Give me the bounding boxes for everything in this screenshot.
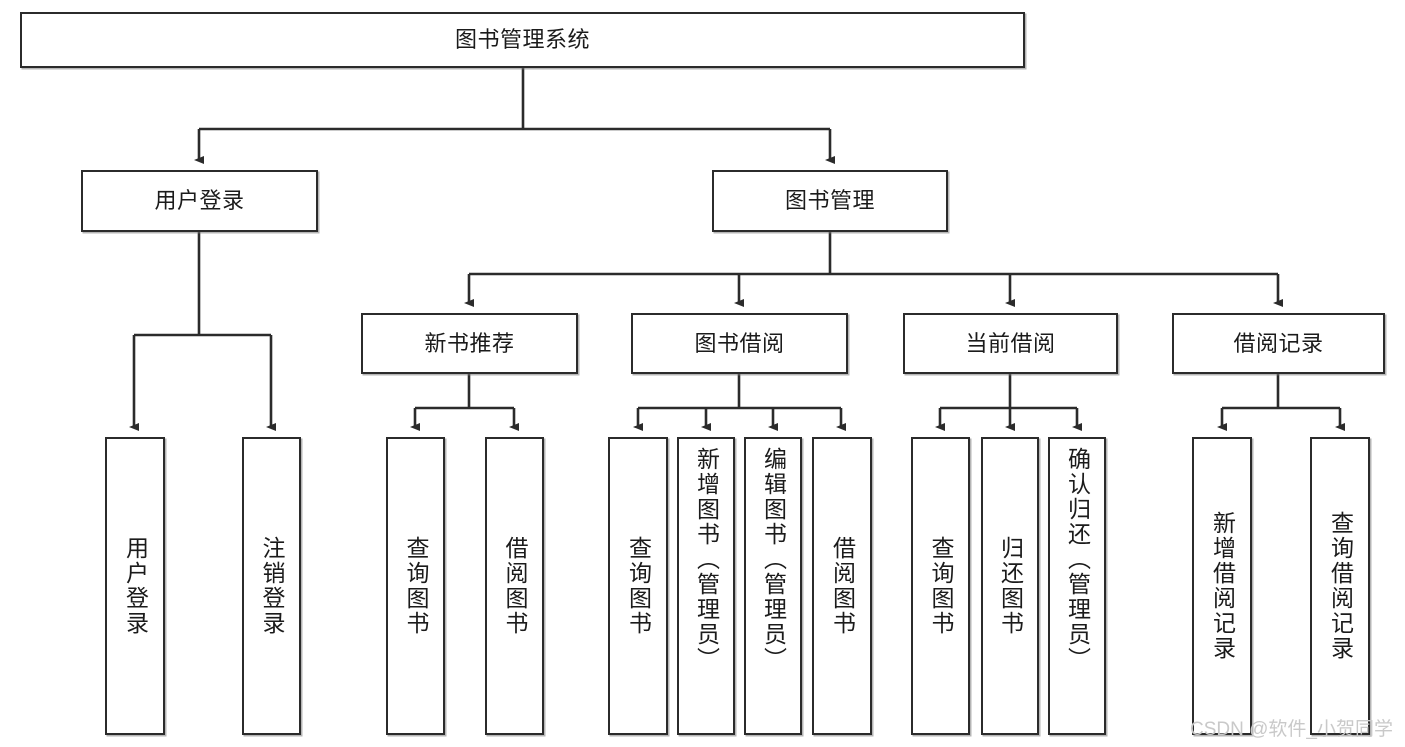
node-root-label: 图书管理系统 xyxy=(454,27,590,53)
leaf-current-borrow-confirm[interactable]: 确认归还（管理员） xyxy=(1048,437,1106,735)
leaf-text-wrap: 查询借阅记录 xyxy=(1312,439,1368,733)
leaf-current-borrow-query-label: 查询图书 xyxy=(928,536,954,636)
leaf-text-wrap: 新增图书（管理员） xyxy=(679,439,733,741)
node-new-book-recommend-label: 新书推荐 xyxy=(424,330,515,356)
node-new-book-recommend[interactable]: 新书推荐 xyxy=(361,313,578,374)
leaf-text-wrap: 查询图书 xyxy=(610,439,666,733)
leaf-text-wrap: 查询图书 xyxy=(913,439,968,733)
leaf-borrow-record-add-label: 新增借阅记录 xyxy=(1209,511,1236,661)
leaf-text-wrap: 借阅图书 xyxy=(814,439,870,733)
leaf-book-borrow-edit-label: 编辑图书（管理员） xyxy=(760,447,787,672)
node-book-borrow[interactable]: 图书借阅 xyxy=(631,313,848,374)
leaf-current-borrow-confirm-label: 确认归还（管理员） xyxy=(1064,447,1091,672)
leaf-book-borrow-add-label: 新增图书（管理员） xyxy=(693,447,720,672)
node-book-management-label: 图书管理 xyxy=(784,188,875,214)
leaf-text-wrap: 用户登录 xyxy=(107,439,163,733)
leaf-user-login-logout[interactable]: 注销登录 xyxy=(242,437,301,735)
leaf-current-borrow-query[interactable]: 查询图书 xyxy=(911,437,970,735)
node-user-login-label: 用户登录 xyxy=(154,188,245,214)
leaf-new-book-query-label: 查询图书 xyxy=(403,536,429,636)
leaf-book-borrow-query[interactable]: 查询图书 xyxy=(608,437,668,735)
leaf-text-wrap: 新增借阅记录 xyxy=(1194,439,1250,733)
node-borrow-record[interactable]: 借阅记录 xyxy=(1172,313,1385,374)
node-book-borrow-label: 图书借阅 xyxy=(694,330,785,356)
leaf-user-login-logout-label: 注销登录 xyxy=(259,536,285,636)
leaf-current-borrow-return-label: 归还图书 xyxy=(997,536,1024,636)
leaf-new-book-borrow[interactable]: 借阅图书 xyxy=(485,437,544,735)
leaf-user-login-login[interactable]: 用户登录 xyxy=(105,437,165,735)
leaf-borrow-record-query-label: 查询借阅记录 xyxy=(1327,511,1354,661)
leaf-text-wrap: 归还图书 xyxy=(983,439,1037,733)
leaf-borrow-record-query[interactable]: 查询借阅记录 xyxy=(1310,437,1370,735)
leaf-text-wrap: 注销登录 xyxy=(244,439,299,733)
node-root[interactable]: 图书管理系统 xyxy=(20,12,1025,68)
node-current-borrow-label: 当前借阅 xyxy=(965,330,1056,356)
leaf-text-wrap: 编辑图书（管理员） xyxy=(746,439,800,741)
leaf-book-borrow-borrow[interactable]: 借阅图书 xyxy=(812,437,872,735)
leaf-book-borrow-add[interactable]: 新增图书（管理员） xyxy=(677,437,735,735)
watermark-text: CSDN @软件_小贺同学 xyxy=(1190,719,1393,740)
leaf-borrow-record-add[interactable]: 新增借阅记录 xyxy=(1192,437,1252,735)
node-book-management[interactable]: 图书管理 xyxy=(712,170,948,232)
leaf-new-book-borrow-label: 借阅图书 xyxy=(502,536,528,636)
leaf-book-borrow-edit[interactable]: 编辑图书（管理员） xyxy=(744,437,802,735)
leaf-text-wrap: 确认归还（管理员） xyxy=(1050,439,1104,741)
leaf-user-login-login-label: 用户登录 xyxy=(122,536,149,636)
leaf-book-borrow-query-label: 查询图书 xyxy=(625,536,652,636)
leaf-current-borrow-return[interactable]: 归还图书 xyxy=(981,437,1039,735)
leaf-text-wrap: 查询图书 xyxy=(388,439,443,733)
node-user-login[interactable]: 用户登录 xyxy=(81,170,318,232)
node-current-borrow[interactable]: 当前借阅 xyxy=(903,313,1118,374)
leaf-book-borrow-borrow-label: 借阅图书 xyxy=(829,536,856,636)
leaf-text-wrap: 借阅图书 xyxy=(487,439,542,733)
leaf-new-book-query[interactable]: 查询图书 xyxy=(386,437,445,735)
node-borrow-record-label: 借阅记录 xyxy=(1233,330,1324,356)
